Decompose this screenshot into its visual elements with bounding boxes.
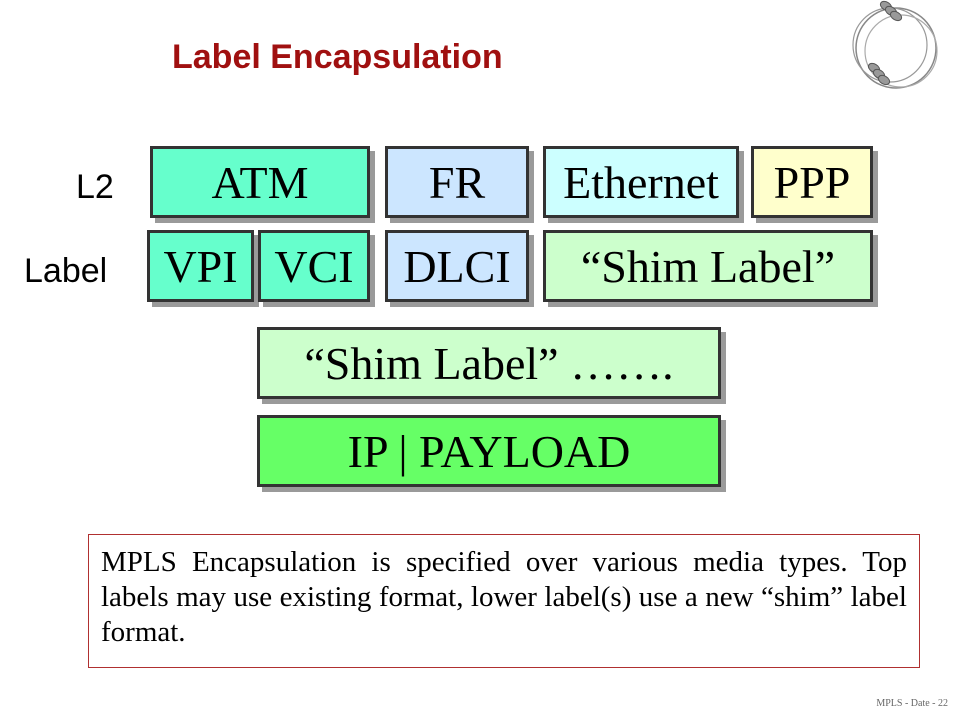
row-label-label: Label <box>24 252 108 290</box>
label-box-vpi: VPI <box>147 230 254 302</box>
slide-footer: MPLS - Date - 22 <box>876 698 948 709</box>
row-label-l2: L2 <box>76 168 114 206</box>
rings-logo-icon <box>852 0 938 89</box>
l2-box-ppp: PPP <box>751 146 873 218</box>
note-text-box: MPLS Encapsulation is specified over var… <box>88 534 920 668</box>
label-box-vci: VCI <box>258 230 370 302</box>
label-box-dlci: DLCI <box>385 230 529 302</box>
l2-box-ethernet: Ethernet <box>543 146 739 218</box>
stack-box-shim-label: “Shim Label” ……. <box>257 327 721 399</box>
label-box-shim: “Shim Label” <box>543 230 873 302</box>
slide-title: Label Encapsulation <box>172 38 503 76</box>
l2-box-atm: ATM <box>150 146 370 218</box>
l2-box-fr: FR <box>385 146 529 218</box>
stack-box-ip-payload: IP | PAYLOAD <box>257 415 721 487</box>
